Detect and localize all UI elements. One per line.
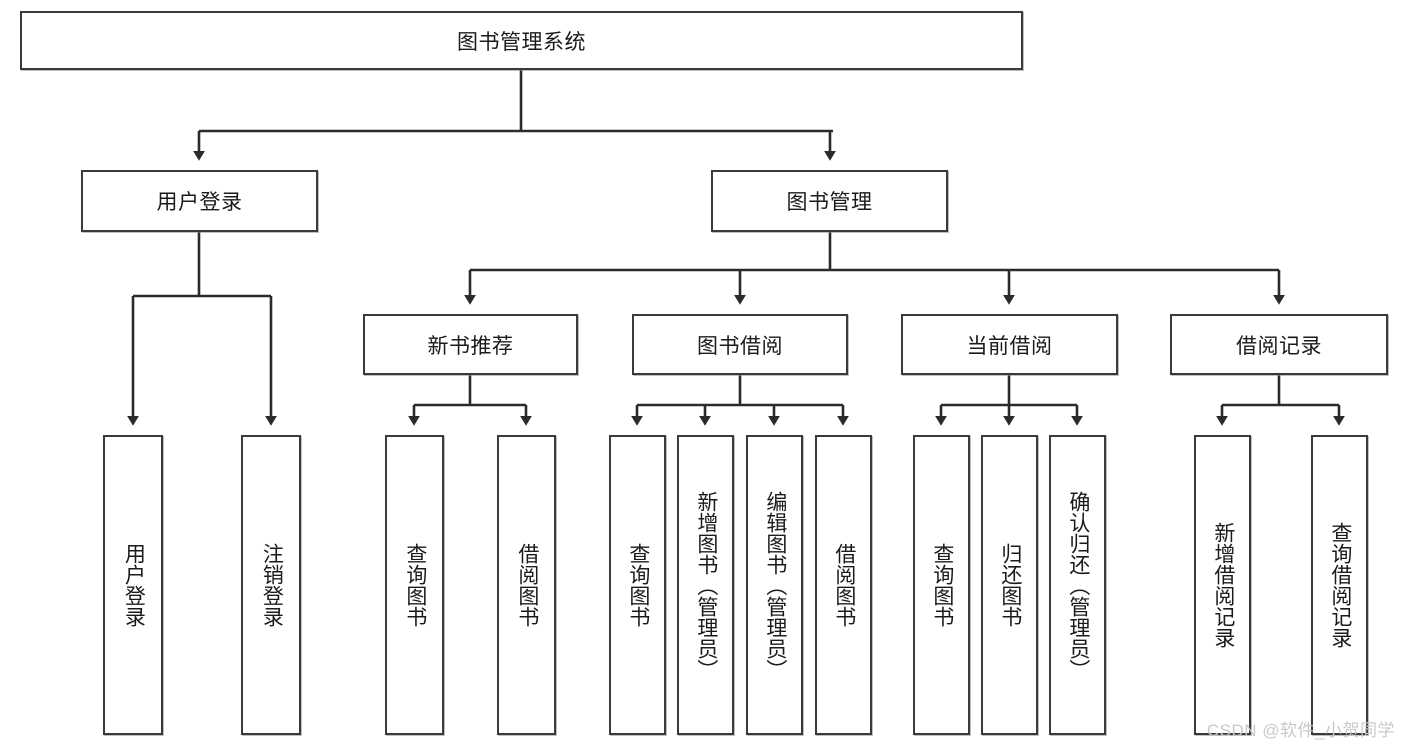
leaf-label: 借阅图书 [515,543,539,627]
leaf-label: 查询借阅记录 [1328,522,1352,648]
leaf-current-borrow-query[interactable]: 查询图书 [913,435,970,735]
leaf-book-borrow-query[interactable]: 查询图书 [609,435,666,735]
node-user-login[interactable]: 用户登录 [81,170,318,232]
node-book-borrow[interactable]: 图书借阅 [632,314,848,375]
leaf-label: 借阅图书 [832,543,856,627]
leaf-user-login-logout[interactable]: 注销登录 [241,435,301,735]
leaf-label: 用户登录 [122,543,146,627]
leaf-label: 确认归还（管理员） [1066,490,1090,680]
leaf-label: 新增借阅记录 [1211,522,1235,648]
leaf-borrow-record-add[interactable]: 新增借阅记录 [1194,435,1251,735]
leaf-book-borrow-add[interactable]: 新增图书（管理员） [677,435,734,735]
leaf-current-borrow-confirm-return[interactable]: 确认归还（管理员） [1049,435,1106,735]
leaf-book-borrow-borrow[interactable]: 借阅图书 [815,435,872,735]
watermark: CSDN @软件_小贺同学 [1206,721,1395,740]
leaf-new-book-borrow[interactable]: 借阅图书 [497,435,556,735]
leaf-label: 新增图书（管理员） [694,490,718,680]
leaf-label: 查询图书 [403,543,427,627]
leaf-label: 注销登录 [260,543,284,627]
leaf-borrow-record-query[interactable]: 查询借阅记录 [1311,435,1368,735]
leaf-label: 查询图书 [626,543,650,627]
node-root[interactable]: 图书管理系统 [20,11,1023,70]
node-new-book-recommend[interactable]: 新书推荐 [363,314,578,375]
leaf-new-book-query[interactable]: 查询图书 [385,435,444,735]
node-book-management[interactable]: 图书管理 [711,170,948,232]
leaf-label: 查询图书 [930,543,954,627]
node-current-borrow[interactable]: 当前借阅 [901,314,1118,375]
node-borrow-record[interactable]: 借阅记录 [1170,314,1388,375]
leaf-book-borrow-edit[interactable]: 编辑图书（管理员） [746,435,803,735]
leaf-label: 归还图书 [998,543,1022,627]
leaf-user-login-login[interactable]: 用户登录 [103,435,163,735]
leaf-current-borrow-return[interactable]: 归还图书 [981,435,1038,735]
leaf-label: 编辑图书（管理员） [763,490,787,680]
